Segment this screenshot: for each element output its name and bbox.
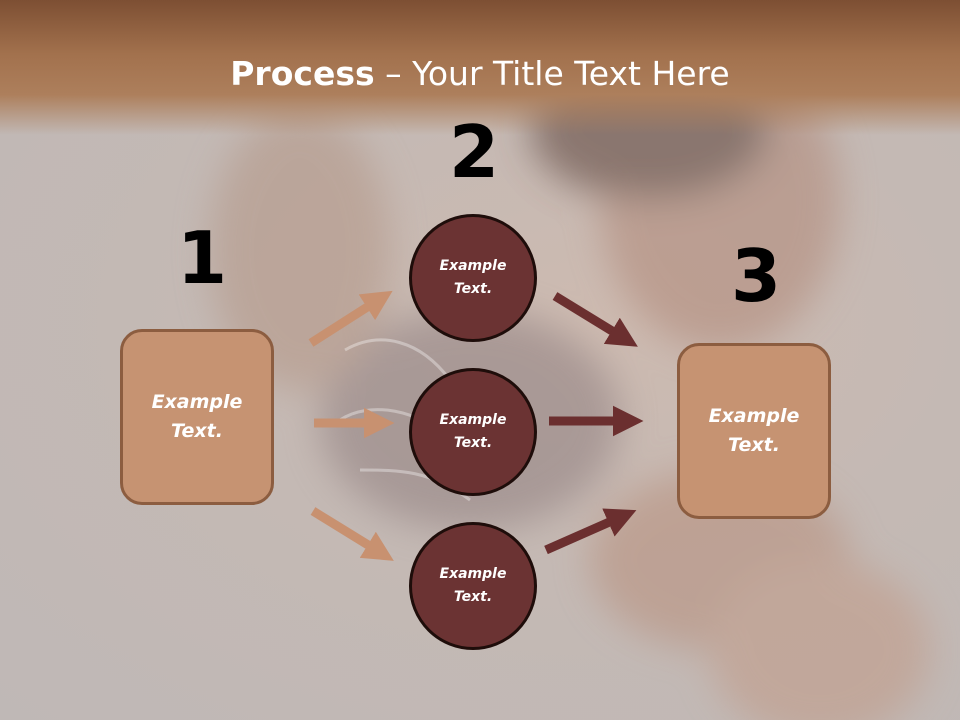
process-circle-3-line2: Text. (453, 589, 493, 605)
arrow-circle1-to-box3 (552, 292, 638, 347)
process-circle-2[interactable]: Example Text. (409, 368, 537, 496)
step-number-3: 3 (731, 234, 782, 318)
title-bold: Process (230, 54, 375, 93)
arrow-circle3-to-box3 (544, 508, 637, 555)
header-band (0, 0, 960, 135)
slide-title: Process – Your Title Text Here (0, 52, 960, 96)
process-circle-3[interactable]: Example Text. (409, 522, 537, 650)
process-circle-2-line1: Example (439, 412, 507, 428)
step-box-3[interactable]: Example Text. (677, 343, 831, 519)
process-circle-3-line1: Example (439, 566, 507, 582)
process-circle-1-line1: Example (439, 258, 507, 274)
process-circle-2-line2: Text. (453, 435, 493, 451)
arrow-box1-to-circle3 (310, 507, 394, 561)
title-rest: – Your Title Text Here (374, 54, 730, 93)
step-box-3-line1: Example (708, 405, 800, 427)
step-box-3-line2: Text. (728, 434, 780, 456)
step-box-1-line1: Example (151, 391, 243, 413)
step-box-1[interactable]: Example Text. (120, 329, 274, 505)
step-number-1: 1 (177, 216, 228, 300)
step-box-1-line2: Text. (171, 420, 223, 442)
process-circle-1[interactable]: Example Text. (409, 214, 537, 342)
step-number-2: 2 (449, 110, 500, 194)
process-circle-1-line2: Text. (453, 281, 493, 297)
arrow-box1-to-circle1 (308, 290, 393, 347)
